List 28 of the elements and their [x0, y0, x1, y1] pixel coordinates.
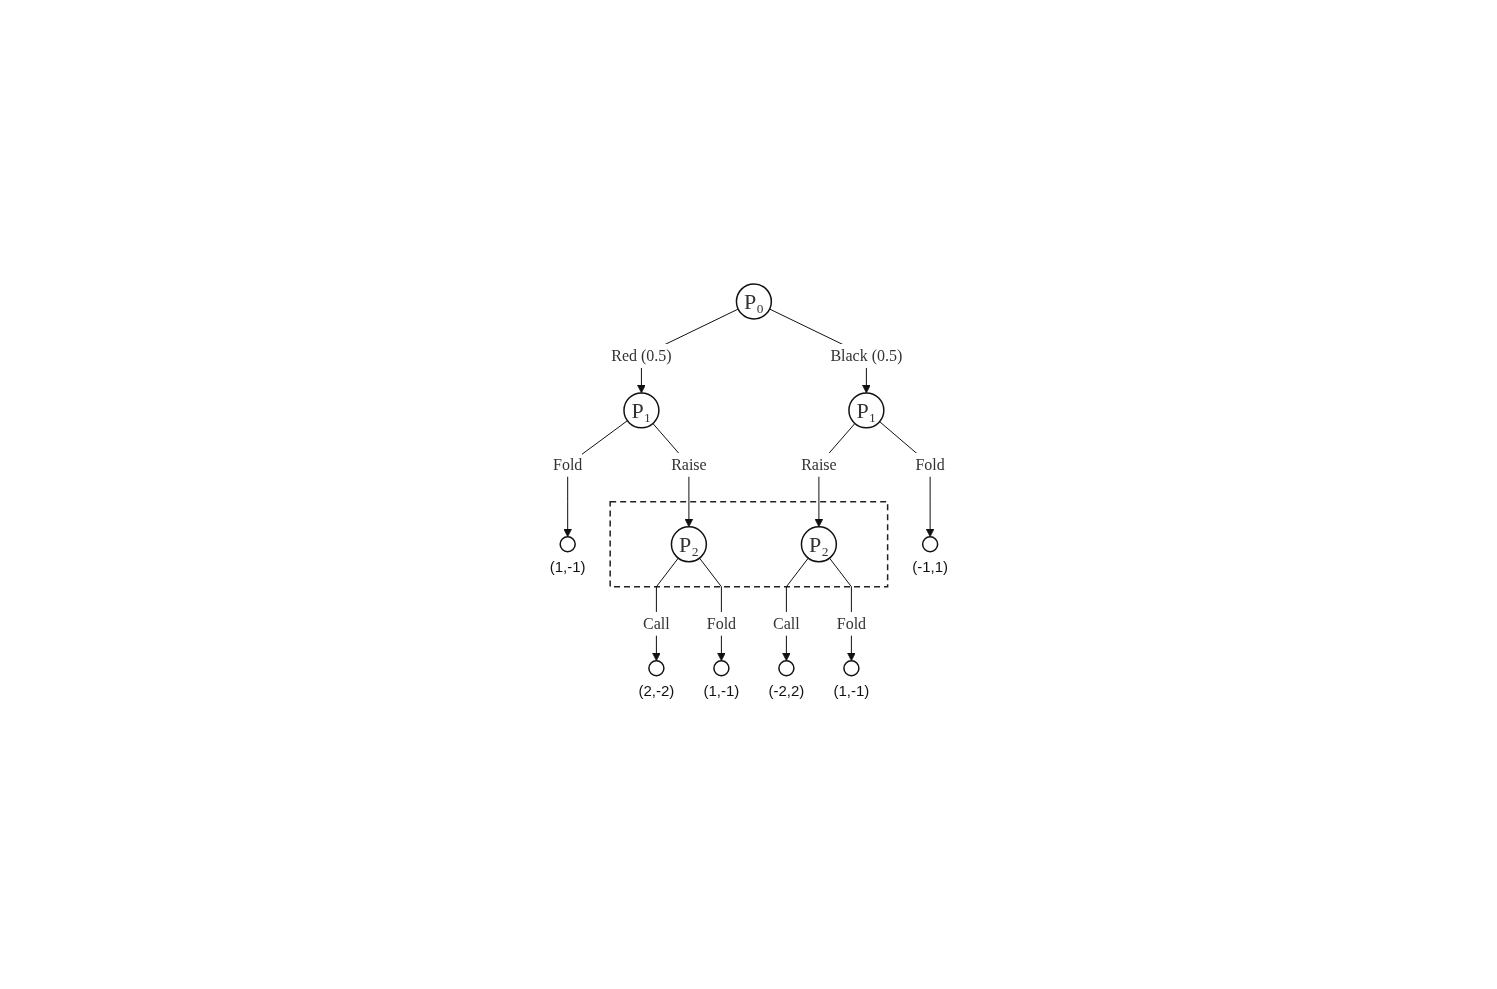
- node-circle: P₁: [622, 391, 660, 429]
- node-circle: [647, 659, 665, 677]
- edge-label: Black (0.5): [829, 346, 902, 364]
- edge-label: Fold: [706, 614, 736, 632]
- node-circle: P₂: [670, 525, 707, 563]
- edge-label: Raise: [800, 455, 837, 473]
- edge-label: Red (0.5): [610, 346, 672, 364]
- node-circle: P₁: [847, 391, 885, 429]
- node-circle: [842, 659, 860, 677]
- edge-label: Call: [642, 614, 670, 632]
- payoff-label: (1,-1): [833, 681, 869, 699]
- payoff-label: (-1,1): [911, 557, 948, 575]
- node-circle: [712, 659, 730, 677]
- node-circle: P₀: [735, 282, 772, 320]
- node-circle: [777, 659, 795, 677]
- payoff-label: (1,-1): [703, 681, 739, 699]
- edge-label: Raise: [670, 455, 707, 473]
- edge-label: Fold: [915, 455, 945, 473]
- node-circle: P₂: [800, 525, 837, 563]
- node-circle: [921, 535, 938, 553]
- node-circle: [559, 535, 576, 553]
- edge-label: Fold: [836, 614, 866, 632]
- payoff-label: (2,-2): [638, 681, 674, 699]
- payoff-label: (1,-1): [549, 557, 586, 575]
- edge-label: Fold: [552, 455, 582, 473]
- cluster: [609, 500, 888, 588]
- edge-label: Call: [772, 614, 800, 632]
- payoff-label: (-2,2): [768, 681, 804, 699]
